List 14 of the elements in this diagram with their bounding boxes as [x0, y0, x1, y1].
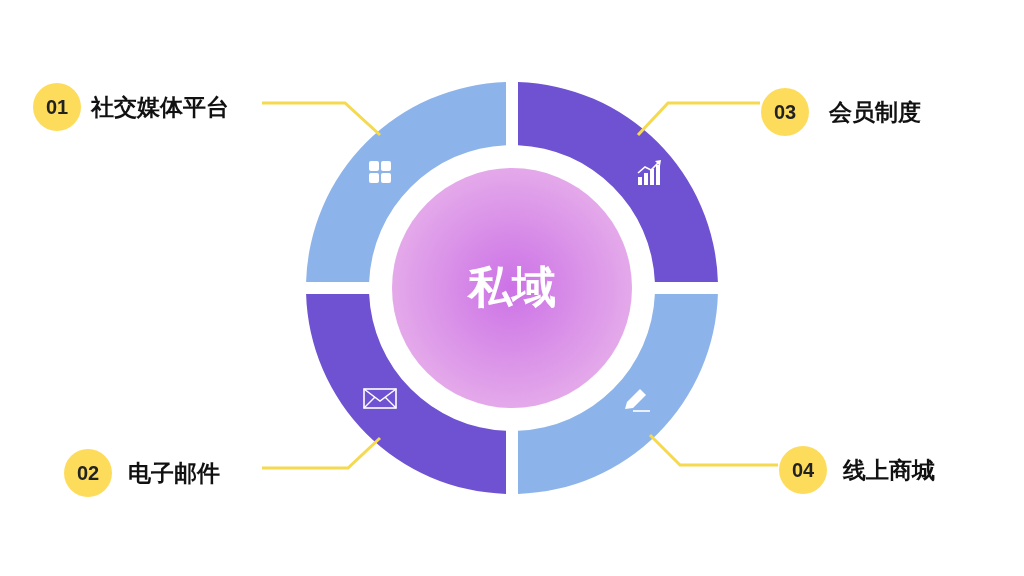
callout-text: 电子邮件: [128, 458, 220, 488]
leader-line: [262, 101, 381, 137]
callout-text: 会员制度: [829, 97, 921, 127]
center-circle: [392, 168, 632, 408]
leader-line: [262, 436, 382, 470]
number-badge: 02: [64, 449, 112, 497]
center-title: 私域: [466, 261, 557, 313]
leader-line: [648, 433, 778, 467]
callout-text: 线上商城: [843, 455, 935, 485]
number-badge: 01: [33, 83, 81, 131]
number-badge: 03: [761, 88, 809, 136]
callout-text: 社交媒体平台: [91, 92, 229, 122]
leader-line: [636, 101, 760, 137]
number-badge: 04: [779, 446, 827, 494]
